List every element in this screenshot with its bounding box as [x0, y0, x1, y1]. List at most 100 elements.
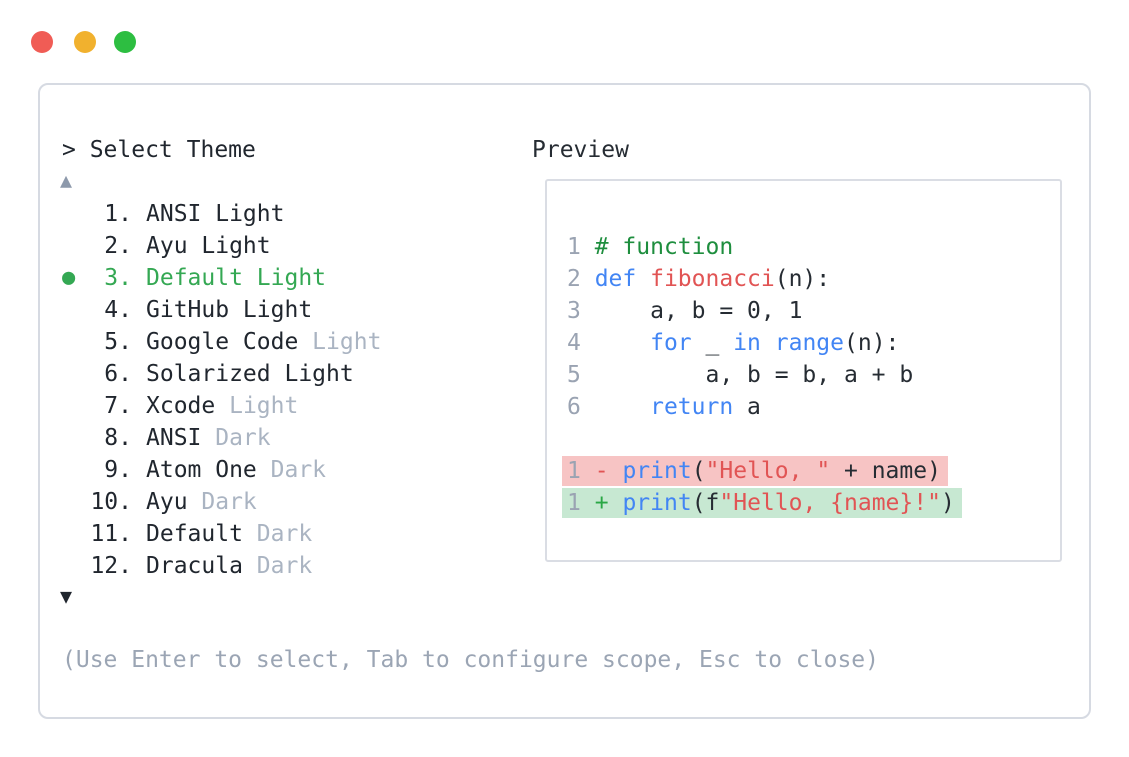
theme-option-number: 4.: [104, 297, 132, 323]
code-token-kw: range: [774, 330, 844, 356]
code-line: 6 return a: [547, 391, 1060, 423]
theme-option[interactable]: 4. GitHub Light: [62, 294, 381, 326]
code-token-kw: print: [622, 458, 692, 484]
code-token-plain: (f: [691, 490, 720, 516]
keyboard-hint: (Use Enter to select, Tab to configure s…: [62, 647, 879, 673]
code-token-plain: + name): [830, 458, 941, 484]
theme-option-variant-label: Dark: [187, 489, 257, 515]
theme-option[interactable]: 5. Google Code Light: [62, 326, 381, 358]
theme-option-label: Ayu Dark: [146, 489, 257, 515]
code-token-plain: a, b = 0, 1: [594, 298, 803, 324]
diff-block: 1 - print("Hello, " + name)1 + print(f"H…: [547, 455, 1060, 519]
code-token-str: "Hello, ": [705, 458, 831, 484]
theme-option-variant-label: Dark: [256, 457, 327, 483]
theme-option-variant-label: Light: [215, 393, 299, 419]
code-line: 5 a, b = b, a + b: [547, 359, 1060, 391]
theme-option-number: 6.: [104, 361, 132, 387]
theme-option[interactable]: 2.Ayu Light: [62, 230, 381, 262]
code-token-plain: a, b = b, a + b: [594, 362, 914, 388]
theme-option-number: 9.: [104, 457, 132, 483]
theme-option-number: 7.: [104, 393, 132, 419]
theme-option-label: Default Dark: [146, 521, 313, 547]
code-token-kw: in: [733, 330, 761, 356]
theme-option[interactable]: ● 3. Default Light: [62, 262, 381, 294]
code-line: 4 for _ in range(n):: [547, 327, 1060, 359]
theme-option[interactable]: 12. Dracula Dark: [62, 550, 381, 582]
code-token-num: 2: [567, 266, 595, 292]
code-token-num: 6: [567, 394, 595, 420]
code-token-plain: [636, 266, 650, 292]
code-token-plain: [609, 458, 623, 484]
theme-option[interactable]: 9. Atom One Dark: [62, 454, 381, 486]
theme-option-variant-label: Dark: [201, 425, 271, 451]
theme-option-label: Default Light: [146, 265, 327, 291]
theme-option-variant-label: Light: [298, 329, 382, 355]
theme-list: 1. ANSI Light 2.Ayu Light ● 3. Default Light 4…: [62, 198, 381, 582]
code-token-plain: [609, 490, 623, 516]
traffic-light-zoom-icon[interactable]: [114, 31, 136, 53]
code-token-plain: (n):: [774, 266, 831, 292]
theme-option[interactable]: 7. Xcode Light: [62, 390, 381, 422]
code-token-plain: [761, 330, 775, 356]
code-token-num: 1: [567, 234, 595, 260]
theme-option-label: Dracula Dark: [146, 553, 313, 579]
selected-bullet-icon: ●: [62, 265, 76, 290]
select-theme-prompt: > Select Theme: [62, 137, 256, 163]
code-token-plain: [595, 330, 650, 356]
theme-option[interactable]: 11. Default Dark: [62, 518, 381, 550]
code-token-kw: for: [650, 330, 692, 356]
theme-option-label: ANSI Light: [146, 201, 285, 227]
code-token-kw: return: [650, 394, 734, 420]
code-token-plain: a: [733, 394, 761, 420]
theme-option-label: Ayu Light: [146, 233, 271, 259]
theme-option-label: GitHub Light: [146, 297, 313, 323]
code-token-kw: def: [594, 266, 637, 292]
code-token-plain: _: [691, 330, 734, 356]
code-token-num: 1: [567, 458, 581, 484]
code-line: 3 a, b = 0, 1: [547, 295, 1060, 327]
preview-title: Preview: [532, 137, 629, 163]
theme-option-number: 5.: [104, 329, 132, 355]
theme-option[interactable]: 1. ANSI Light: [62, 198, 381, 230]
theme-option-label: Xcode Light: [146, 393, 299, 419]
theme-option-number: 11.: [90, 521, 132, 547]
code-line: 2 def fibonacci(n):: [547, 263, 1060, 295]
theme-option-label: ANSI Dark: [146, 425, 271, 451]
code-token-minus: -: [594, 458, 609, 484]
theme-option-number: 12.: [90, 553, 132, 579]
code-token-fn: fibonacci: [650, 266, 775, 292]
theme-option-label: Atom One Dark: [146, 457, 327, 483]
code-token-num: 1: [567, 490, 581, 516]
theme-option-variant-label: Dark: [242, 521, 313, 547]
theme-option[interactable]: 6.Solarized Light: [62, 358, 381, 390]
theme-option-number: 3.: [104, 265, 132, 291]
scroll-up-icon[interactable]: ▲: [60, 168, 73, 192]
diff-highlight: 1 - print("Hello, " + name): [562, 456, 948, 486]
scroll-down-icon[interactable]: ▼: [60, 584, 73, 608]
code-token-plain: [581, 490, 595, 516]
theme-option-variant-label: Dark: [242, 553, 313, 579]
code-token-plus: +: [594, 490, 609, 516]
code-token-comment: # function: [594, 234, 734, 260]
theme-option-number: 10.: [90, 489, 132, 515]
theme-option[interactable]: 10. Ayu Dark: [62, 486, 381, 518]
theme-option-number: 1.: [104, 201, 132, 227]
traffic-light-minimize-icon[interactable]: [74, 31, 96, 53]
diff-line-added: 1 + print(f"Hello, {name}!"): [547, 487, 1060, 519]
code-token-num: 5: [567, 362, 595, 388]
theme-option-label: Google Code Light: [146, 329, 382, 355]
diff-highlight: 1 + print(f"Hello, {name}!"): [562, 488, 962, 518]
traffic-light-close-icon[interactable]: [31, 31, 53, 53]
code-line: 1 # function: [547, 231, 1060, 263]
code-token-plain: [581, 458, 595, 484]
diff-line-removed: 1 - print("Hello, " + name): [547, 455, 1060, 487]
code-token-plain: ): [940, 490, 955, 516]
code-token-kw: print: [622, 490, 692, 516]
code-token-plain: (n):: [844, 330, 900, 356]
theme-option-number: 8.: [104, 425, 132, 451]
theme-option[interactable]: 8. ANSI Dark: [62, 422, 381, 454]
code-token-str: "Hello, {name}!": [719, 490, 941, 516]
code-token-num: 3: [567, 298, 595, 324]
